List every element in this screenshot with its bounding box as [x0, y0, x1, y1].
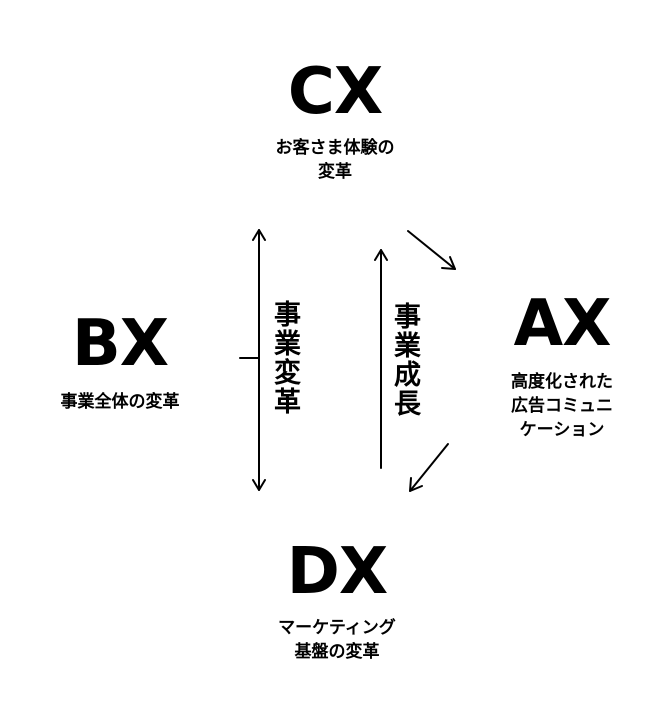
node-dx: DX マーケティング 基盤の変革: [237, 540, 437, 664]
diagonal-arrow-ax-to-dx: [409, 443, 449, 492]
node-dx-title: DX: [286, 535, 388, 609]
label-business-growth: 事業成長: [389, 302, 420, 418]
node-cx-title: CX: [287, 55, 383, 129]
node-cx-description: お客さま体験の 変革: [275, 138, 395, 182]
double-arrow-transformation: [252, 229, 266, 491]
node-bx-title: BX: [71, 307, 169, 381]
node-ax-title: AX: [513, 287, 612, 361]
diagonal-arrow-cx-to-ax: [407, 230, 456, 270]
up-arrow-growth: [374, 249, 388, 469]
node-ax-description: 高度化された 広告コミュニ ケーション: [511, 372, 613, 440]
node-ax: AX 高度化された 広告コミュニ ケーション: [462, 292, 662, 442]
node-cx: CX お客さま体験の 変革: [235, 60, 435, 184]
node-dx-description: マーケティング 基盤の変革: [278, 618, 396, 662]
node-bx: BX 事業全体の変革: [30, 312, 210, 414]
node-bx-description: 事業全体の変革: [60, 392, 180, 412]
label-business-transformation: 事業変革: [269, 300, 300, 416]
